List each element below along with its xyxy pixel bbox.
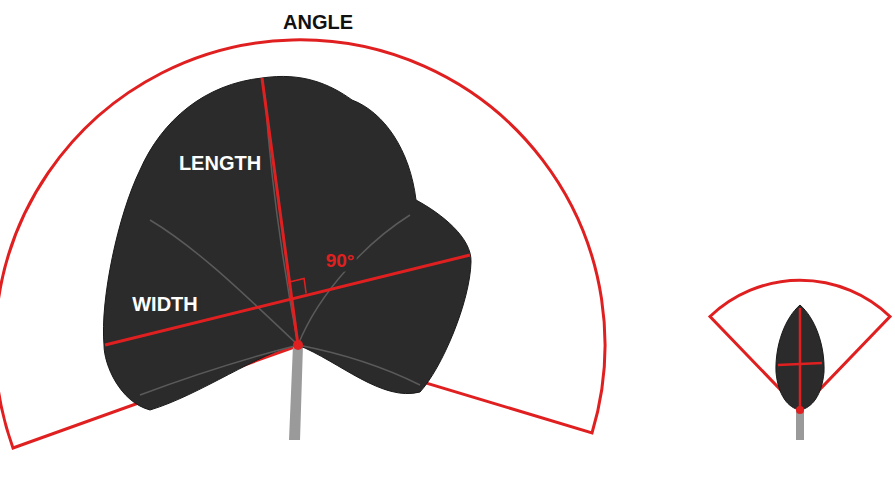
angle-sector xyxy=(0,40,605,448)
leaf-stem xyxy=(796,405,804,440)
leaf-vein xyxy=(298,215,410,345)
leaf-veins xyxy=(140,95,420,395)
leaf-vein xyxy=(298,345,420,385)
leaf-stem xyxy=(289,345,303,440)
leaf-vein xyxy=(150,220,298,345)
right-angle-mark xyxy=(290,279,307,294)
width-line xyxy=(778,363,822,365)
angle-value: 90° xyxy=(324,251,357,272)
width-line xyxy=(105,255,470,345)
leaf-blade xyxy=(776,305,824,410)
angle-label: ANGLE xyxy=(281,11,355,33)
length-label: LENGTH xyxy=(177,152,263,174)
base-dot xyxy=(796,406,804,414)
width-label: WIDTH xyxy=(130,293,200,315)
base-dot xyxy=(293,340,303,350)
angle-sector xyxy=(710,280,890,410)
leaf-blade xyxy=(103,76,471,410)
leaf-vein xyxy=(140,345,298,395)
length-line xyxy=(799,308,802,410)
